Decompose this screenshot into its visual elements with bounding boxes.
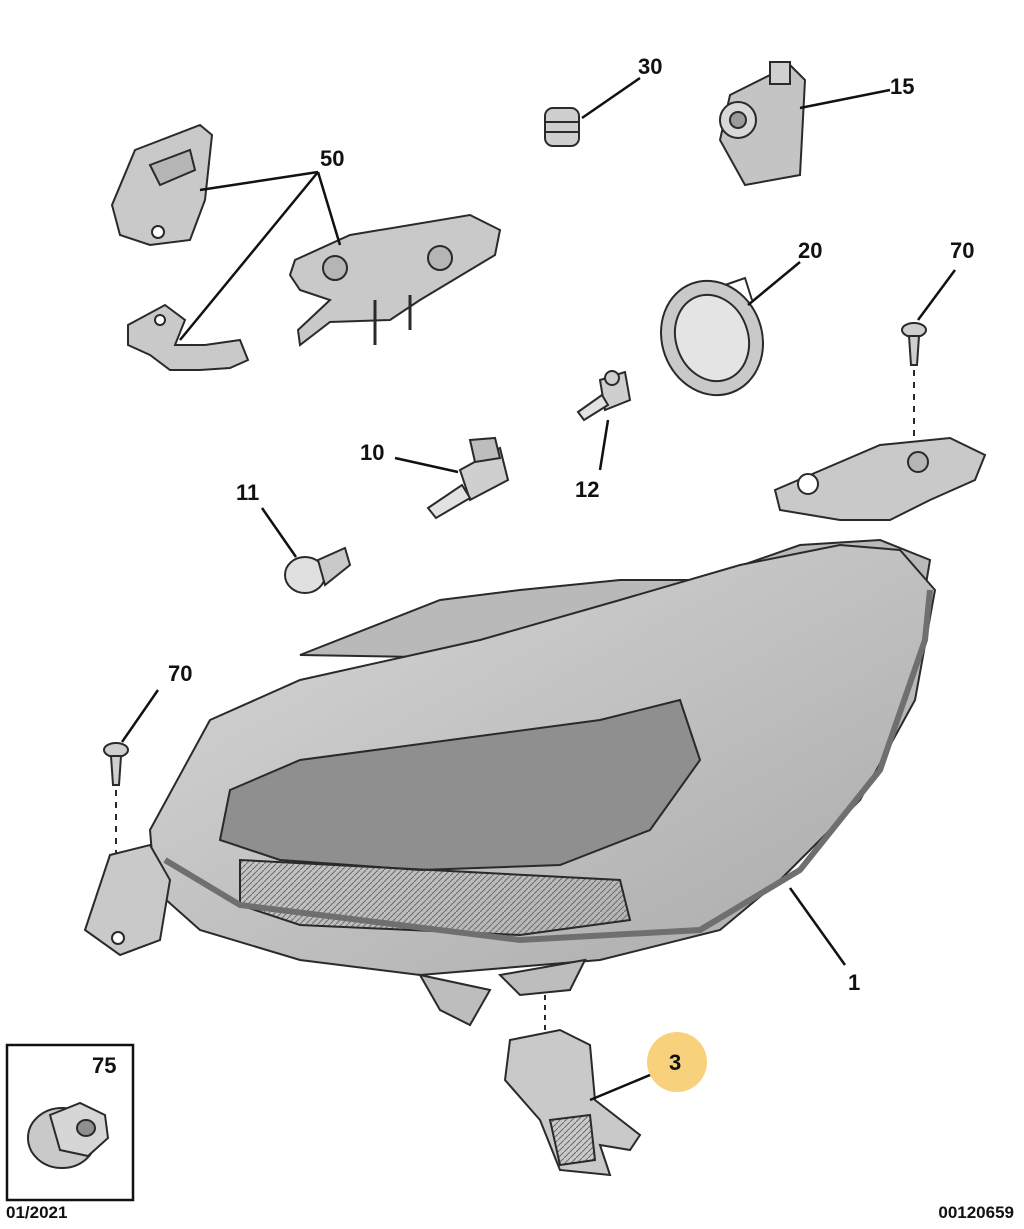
part-label-10: 10: [360, 440, 384, 465]
part-label-70-left: 70: [168, 661, 192, 686]
lower-bracket-part: [503, 995, 642, 1177]
bulb-12-part: [576, 370, 632, 422]
bracket-lower-part: [127, 303, 250, 371]
diagram-reference-number: 00120659: [938, 1203, 1014, 1222]
inset-box-75: 75: [5, 1043, 135, 1202]
leader-line-12: [598, 419, 610, 471]
leader-line-10: [394, 456, 459, 474]
part-label-1: 1: [848, 970, 860, 995]
part-label-20: 20: [798, 238, 822, 263]
leader-line-50-b: [316, 171, 342, 246]
part-label-30: 30: [638, 54, 662, 79]
leader-line-50-c: [179, 171, 319, 341]
part-label-3: 3: [669, 1050, 681, 1075]
bracket-upper-left-part: [110, 123, 214, 247]
bulb-10-part: [426, 436, 510, 520]
bracket-upper-right-part: [288, 213, 502, 347]
leader-line-15: [799, 88, 891, 110]
part-3-highlight: [647, 1032, 707, 1092]
leader-line-20: [747, 261, 801, 306]
screw-left-part: [103, 742, 129, 930]
leader-line-70-top: [916, 269, 957, 321]
rubber-cap-part: [659, 276, 765, 397]
part-label-15: 15: [890, 74, 914, 99]
part-label-70-top: 70: [950, 238, 974, 263]
headlamp-assembly-part: [83, 436, 987, 1027]
leader-line-70-left: [120, 689, 160, 743]
leader-line-50-a: [199, 170, 319, 192]
leveling-motor-part: [718, 61, 807, 187]
bulb-30-part: [544, 107, 580, 147]
screw-top-right-part: [901, 322, 927, 460]
bulb-11-part: [284, 546, 352, 594]
part-label-75: 75: [92, 1053, 116, 1078]
leader-line-11: [260, 507, 298, 558]
part-label-11: 11: [236, 480, 259, 505]
leader-lines: [120, 76, 957, 1102]
flange-nut-part: [27, 1101, 110, 1169]
part-label-50: 50: [320, 146, 344, 171]
part-label-12: 12: [575, 477, 599, 502]
leader-line-1: [788, 887, 847, 966]
diagram-date: 01/2021: [6, 1203, 68, 1222]
leader-line-30: [581, 76, 641, 120]
